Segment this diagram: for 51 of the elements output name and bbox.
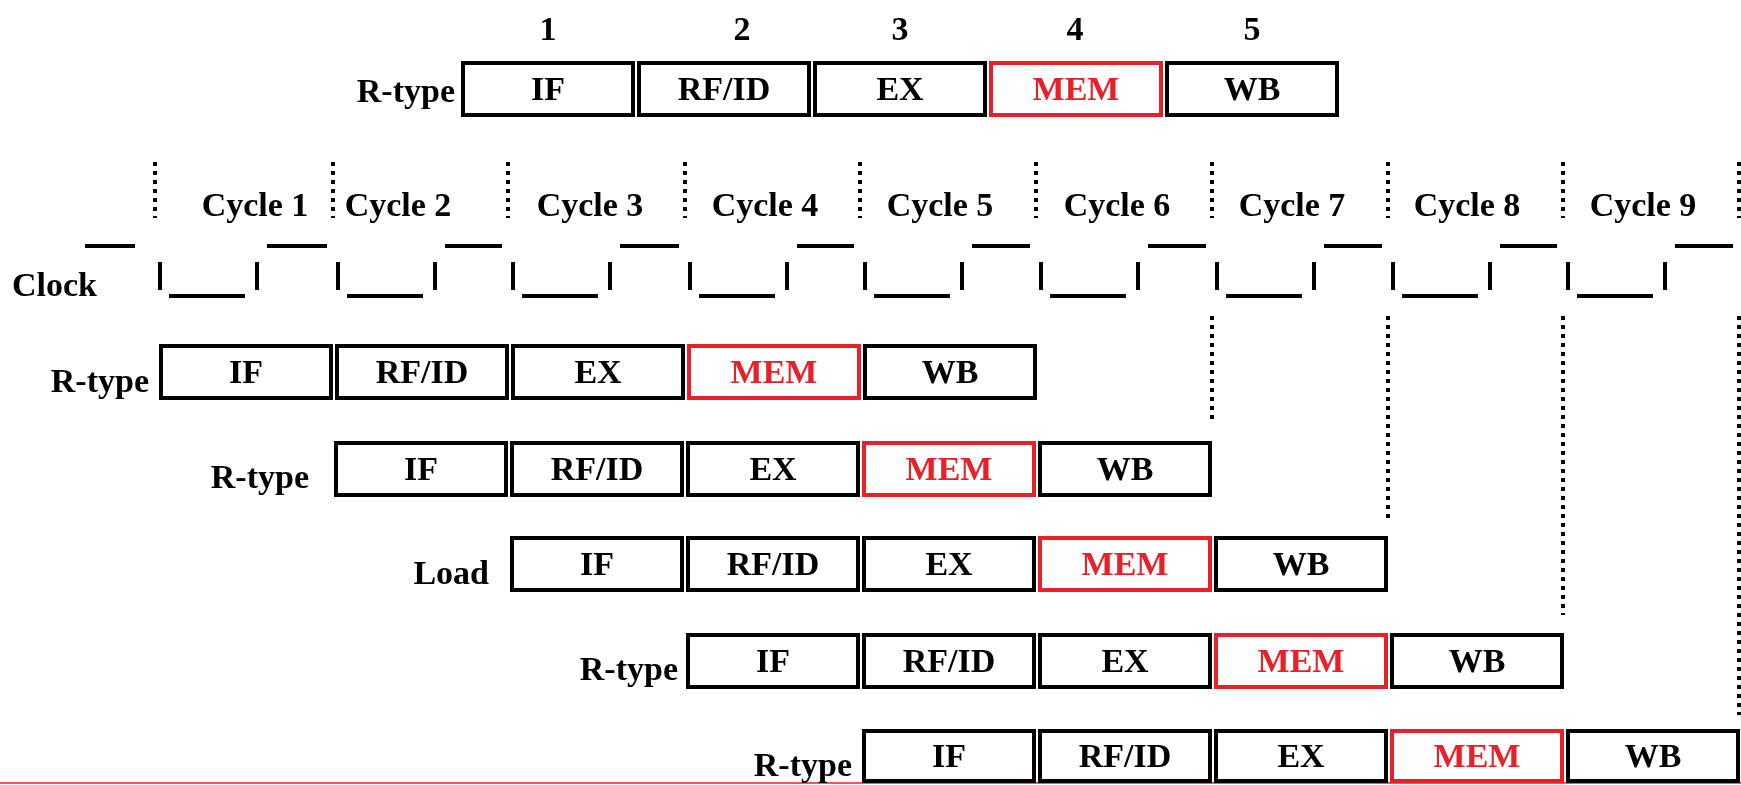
instruction-label: R-type bbox=[50, 364, 149, 398]
cycle-label: Cycle 8 bbox=[1413, 188, 1521, 222]
stage-box: RF/ID bbox=[1038, 729, 1212, 783]
stage-box: IF bbox=[461, 61, 635, 117]
stage-box: WB bbox=[1390, 633, 1564, 689]
stage-box: WB bbox=[863, 344, 1037, 400]
stage-box: WB bbox=[1038, 441, 1212, 497]
stage-box: MEM bbox=[687, 344, 861, 400]
stage-box: RF/ID bbox=[637, 61, 811, 117]
cycle-label: Cycle 3 bbox=[536, 188, 644, 222]
cycle-label: Cycle 9 bbox=[1589, 188, 1697, 222]
cycle-label: Cycle 1 bbox=[201, 188, 309, 222]
stage-box: WB bbox=[1566, 729, 1740, 783]
stage-number: 4 bbox=[1066, 12, 1084, 46]
stage-box: RF/ID bbox=[686, 536, 860, 592]
stage-box: MEM bbox=[1038, 536, 1212, 592]
stage-box: EX bbox=[1038, 633, 1212, 689]
signal-label: Clock bbox=[12, 268, 97, 302]
stage-box: WB bbox=[1165, 61, 1339, 117]
stage-box: EX bbox=[686, 441, 860, 497]
cycle-label: Cycle 2 bbox=[344, 188, 452, 222]
stage-number: 2 bbox=[733, 12, 751, 46]
stage-box: MEM bbox=[862, 441, 1036, 497]
stage-box: IF bbox=[686, 633, 860, 689]
instruction-label: Load bbox=[413, 556, 489, 590]
instruction-label: R-type bbox=[356, 74, 455, 108]
cycle-label: Cycle 5 bbox=[886, 188, 994, 222]
stage-box: EX bbox=[511, 344, 685, 400]
instruction-label: R-type bbox=[210, 460, 309, 494]
stage-number: 1 bbox=[539, 12, 557, 46]
stage-number: 5 bbox=[1243, 12, 1261, 46]
instruction-label: R-type bbox=[753, 748, 852, 782]
stage-box: IF bbox=[862, 729, 1036, 783]
stage-box: RF/ID bbox=[510, 441, 684, 497]
stage-box: RF/ID bbox=[862, 633, 1036, 689]
cycle-label: Cycle 7 bbox=[1238, 188, 1346, 222]
stage-box: EX bbox=[813, 61, 987, 117]
cycle-label: Cycle 6 bbox=[1063, 188, 1171, 222]
cycle-label: Cycle 4 bbox=[711, 188, 819, 222]
stage-box: EX bbox=[1214, 729, 1388, 783]
stage-box: MEM bbox=[1214, 633, 1388, 689]
stage-box: IF bbox=[159, 344, 333, 400]
stage-box: IF bbox=[334, 441, 508, 497]
stage-box: EX bbox=[862, 536, 1036, 592]
stage-box: WB bbox=[1214, 536, 1388, 592]
stage-box: MEM bbox=[989, 61, 1163, 117]
stage-box: RF/ID bbox=[335, 344, 509, 400]
stage-box: MEM bbox=[1390, 729, 1564, 783]
stage-box: IF bbox=[510, 536, 684, 592]
instruction-label: R-type bbox=[579, 652, 678, 686]
stage-number: 3 bbox=[891, 12, 909, 46]
